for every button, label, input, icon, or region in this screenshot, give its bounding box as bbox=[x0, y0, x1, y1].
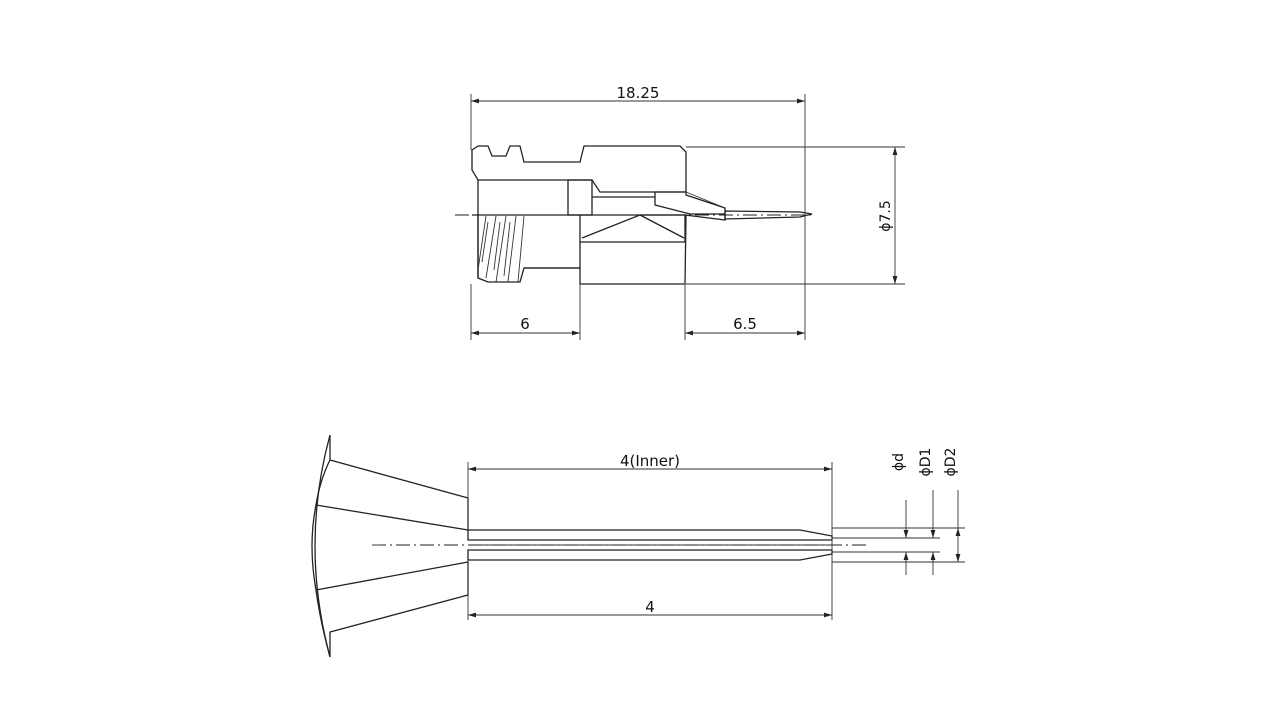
dim-label-D2: ϕD2 bbox=[943, 448, 959, 477]
dim-label-diameter: ϕ7.5 bbox=[878, 200, 894, 232]
tube-wall-upper bbox=[467, 529, 833, 541]
dim-label-overall: 18.25 bbox=[617, 84, 660, 102]
dim-label-inner: 4(Inner) bbox=[620, 452, 680, 470]
cone-upper bbox=[315, 435, 469, 531]
hex-body-lower bbox=[579, 214, 686, 243]
dim-label-needle: 6.5 bbox=[733, 315, 757, 333]
dim-label-D1: ϕD1 bbox=[918, 448, 934, 477]
dim-label-d: ϕd bbox=[891, 453, 907, 471]
needle-taper-upper bbox=[654, 191, 726, 215]
cone-lower bbox=[315, 561, 469, 658]
tube-wall-lower bbox=[467, 549, 833, 561]
top-view: 18.25 ϕ7.5 6 6.5 bbox=[455, 84, 905, 340]
bottom-view: 4(Inner) 4 ϕd ϕD1 ϕD2 bbox=[311, 434, 965, 658]
dim-label-length: 4 bbox=[645, 598, 655, 616]
dim-label-hub: 6 bbox=[520, 315, 530, 333]
thread-lines bbox=[477, 215, 525, 283]
hub-flange-upper bbox=[471, 145, 687, 193]
bore-step bbox=[567, 179, 593, 216]
